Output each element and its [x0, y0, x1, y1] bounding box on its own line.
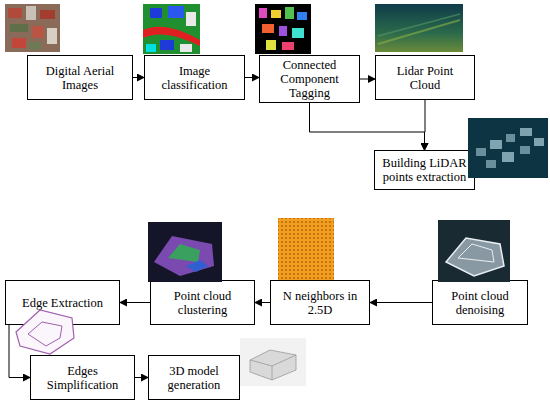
neighbors-thumbnail: [278, 218, 334, 280]
box-text-group: Edge Extraction: [22, 296, 103, 310]
box-label: Point cloud denoising: [437, 289, 523, 317]
flow-arrow: [370, 302, 432, 303]
process-box: N neighbors in 2.5D: [270, 280, 370, 325]
building-points-thumbnail: [468, 118, 548, 178]
box-label: Digital Aerial Images: [32, 64, 128, 92]
box-label: Point cloud clustering: [155, 289, 250, 317]
box-label: 3D model generation: [153, 364, 235, 392]
denoising-thumbnail: [438, 220, 510, 282]
box-text-group: Lidar Point Cloud: [380, 64, 470, 92]
flow-arrow: [255, 302, 270, 303]
box-text-group: Digital Aerial Images: [32, 64, 128, 92]
process-box: 3D model generation: [148, 355, 240, 400]
box-text-group: Point cloud denoising: [437, 289, 523, 317]
box-text-group: N neighbors in 2.5D: [275, 289, 365, 317]
process-box: Edges Simplification: [30, 355, 135, 400]
box-text-group: Building LiDAR points extraction: [379, 156, 470, 184]
flow-arrow: [133, 77, 144, 78]
process-box: Point cloud denoising: [432, 280, 528, 325]
lidar-thumbnail: [375, 4, 463, 52]
flow-arrow: [9, 325, 30, 378]
process-box: Edge Extraction: [5, 280, 120, 325]
process-box: Lidar Point Cloud: [375, 55, 475, 100]
flow-arrow: [360, 79, 375, 80]
clustering-thumbnail: [148, 222, 222, 282]
box-label: Image classification: [149, 64, 240, 92]
box-label: Connected Component Tagging: [264, 58, 355, 100]
flow-arrow: [245, 77, 259, 78]
box-label: Edges Simplification: [35, 364, 130, 392]
process-box: Digital Aerial Images: [27, 55, 133, 100]
flow-arrow: [120, 302, 150, 303]
process-box: Point cloud clustering: [150, 280, 255, 325]
flow-arrow: [310, 103, 425, 150]
process-box: Building LiDAR points extraction: [374, 150, 475, 190]
box-text-group: 3D model generation: [153, 364, 235, 392]
box-label: Building LiDAR points extraction: [379, 156, 470, 184]
box-label: N neighbors in 2.5D: [275, 289, 365, 317]
box-label: Edge Extraction: [22, 296, 103, 310]
aerial-thumbnail: [5, 4, 60, 52]
component-thumbnail: [255, 4, 311, 54]
box-text-group: Image classification: [149, 64, 240, 92]
model-thumbnail: [240, 338, 306, 386]
process-box: Image classification: [144, 55, 245, 100]
box-text-group: Edges Simplification: [35, 364, 130, 392]
flow-arrow: [135, 377, 148, 378]
classification-thumbnail: [143, 4, 200, 54]
box-text-group: Connected Component Tagging: [264, 58, 355, 100]
flow-arrow: [424, 100, 426, 150]
box-label: Lidar Point Cloud: [380, 64, 470, 92]
box-text-group: Point cloud clustering: [155, 289, 250, 317]
process-box: Connected Component Tagging: [259, 55, 360, 103]
